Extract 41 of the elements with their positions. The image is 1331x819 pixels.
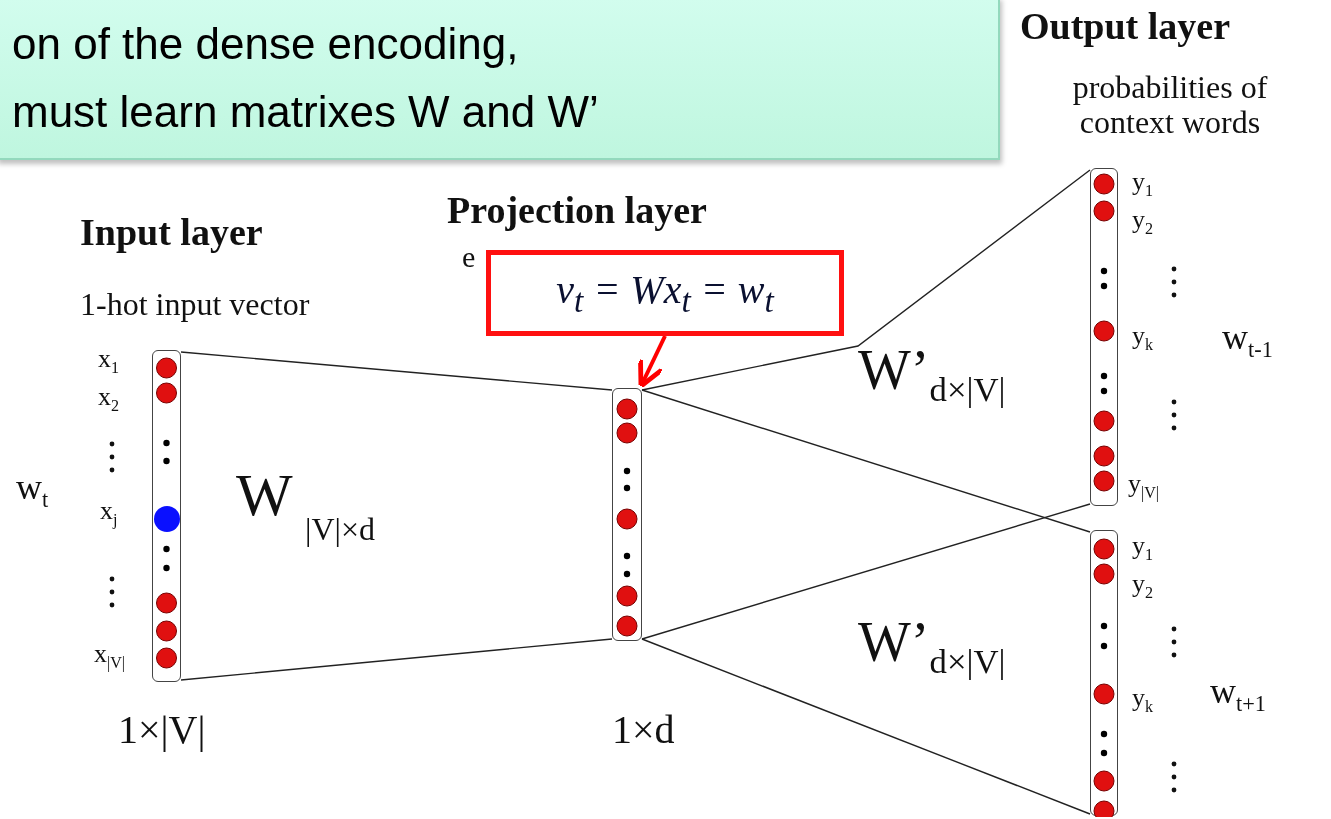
layer-title: Input layer	[80, 212, 263, 254]
word-label: w$_{t}$	[16, 468, 49, 513]
partial-text: e	[462, 240, 476, 273]
neuron-column	[152, 350, 181, 682]
layer-caption: probabilities of context words	[1071, 70, 1269, 141]
arrow	[638, 335, 667, 389]
layer-title: Projection layer	[447, 190, 707, 232]
dimension-text: 1×d	[612, 708, 675, 752]
matrix-label: W	[236, 462, 293, 528]
neuron-column	[612, 388, 642, 641]
unit-label: x$_{|V|}$	[94, 640, 126, 672]
callout-box	[0, 0, 1000, 160]
neuron-column	[1090, 530, 1118, 816]
connection-line	[641, 503, 1091, 640]
unit-label: y$_{2}$	[1132, 570, 1154, 602]
connection-line	[641, 389, 1091, 533]
word-label: w$_{t-1}$	[1222, 318, 1273, 363]
unit-label: y$_{2}$	[1132, 206, 1154, 238]
matrix-label: W’$_{d×|V|}$	[858, 612, 1006, 682]
unit-label: y$_{1}$	[1132, 168, 1154, 200]
unit-label: x$_{1}$	[98, 345, 120, 377]
unit-label: x$_{j}$	[100, 497, 118, 529]
unit-label: y$_{k}$	[1132, 322, 1154, 354]
matrix-label: W’$_{d×|V|}$	[858, 340, 1006, 410]
unit-label: y$_{1}$	[1132, 532, 1154, 564]
unit-label: y$_{|V|}$	[1128, 470, 1160, 502]
unit-label: y$_{k}$	[1132, 684, 1154, 716]
callout-text: on of the dense encoding, must learn matrixes W and W’	[12, 18, 600, 139]
unit-label: x$_{2}$	[98, 383, 120, 415]
word-label: w$_{t+1}$	[1210, 672, 1266, 717]
connection-line	[641, 169, 1091, 391]
formula-box	[486, 250, 844, 336]
matrix-dimension: |V|×d	[305, 512, 375, 548]
connection-line	[641, 638, 1091, 815]
layer-caption: 1-hot input vector	[80, 287, 310, 323]
formula-text: v$_{t}$ = Wx$_{t}$ = w$_{t}$	[556, 266, 774, 320]
neuron-column	[1090, 168, 1118, 506]
layer-title: Output layer	[1020, 6, 1231, 48]
connection-line	[180, 638, 613, 681]
connection-line	[180, 351, 613, 391]
dimension-text: 1×|V|	[118, 708, 206, 752]
